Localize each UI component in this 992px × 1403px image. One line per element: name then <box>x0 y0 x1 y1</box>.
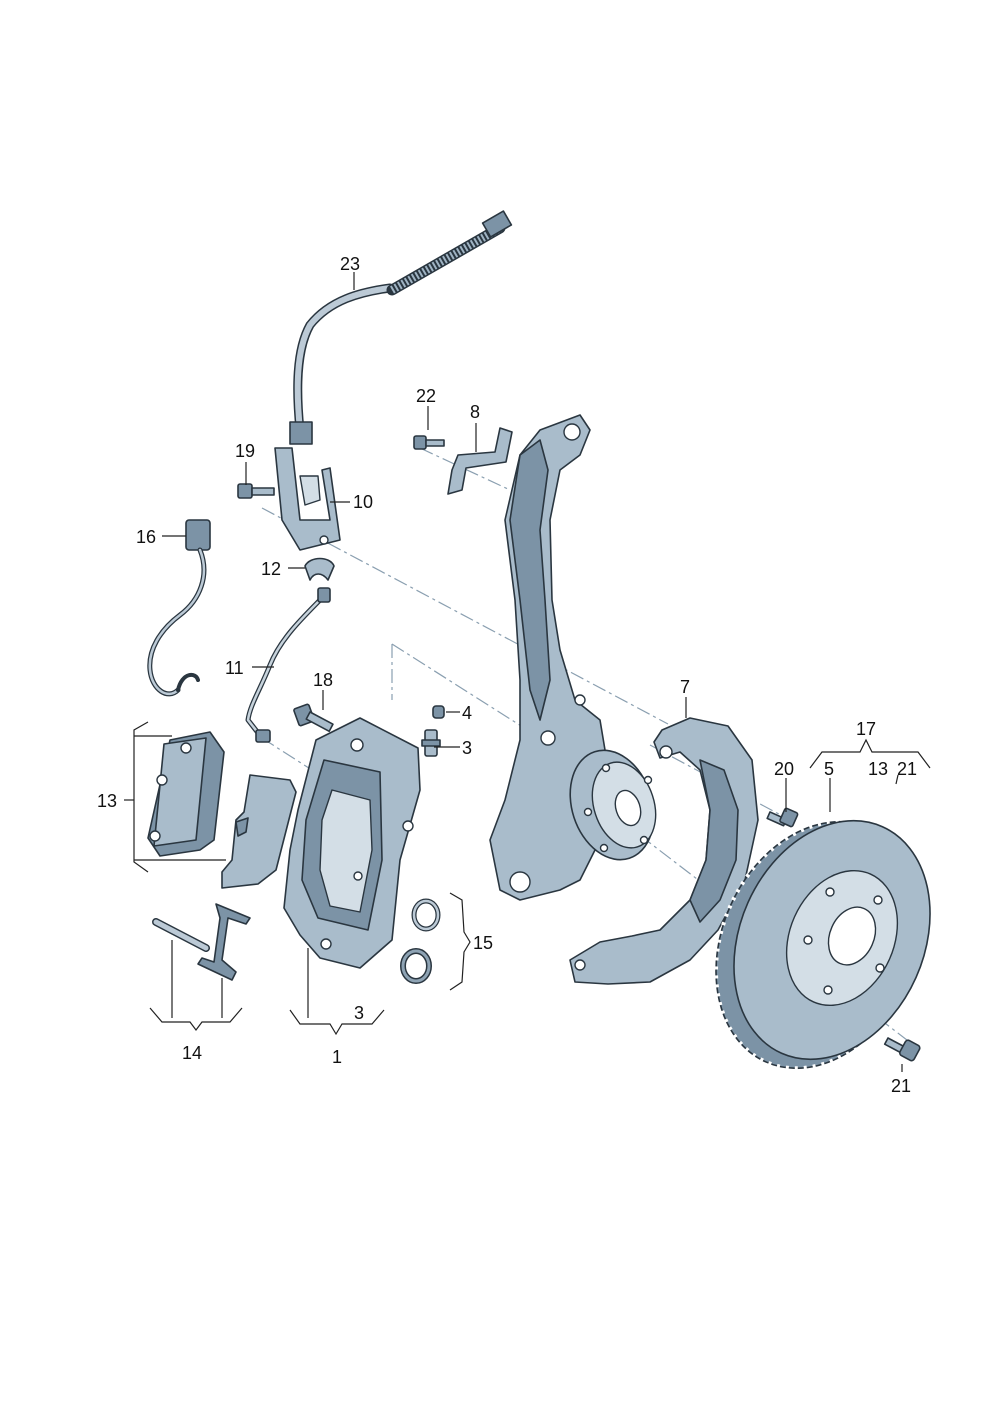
splash-shield-7 <box>569 717 759 985</box>
label-13-disc: 13 <box>868 759 888 779</box>
label-8: 8 <box>470 402 480 422</box>
bolt-21 <box>883 1037 921 1062</box>
label-16: 16 <box>136 527 156 547</box>
label-7: 7 <box>680 677 690 697</box>
bracket-10 <box>274 447 341 551</box>
label-10: 10 <box>353 492 373 512</box>
label-1: 1 <box>332 1047 342 1067</box>
leader-lines <box>124 272 931 1072</box>
seal-ring-15b <box>400 948 432 984</box>
bracket-8 <box>447 427 513 495</box>
label-5: 5 <box>824 759 834 779</box>
spreader-spring-14 <box>197 903 251 981</box>
label-4: 4 <box>462 703 472 723</box>
brake-pad-outer-13 <box>221 774 297 889</box>
wear-sensor-16 <box>147 519 211 697</box>
label-13-pads: 13 <box>97 791 117 811</box>
bolt-22 <box>413 435 445 450</box>
bleeder-valve-3 <box>421 729 441 757</box>
brake-line-11 <box>245 587 331 743</box>
label-15: 15 <box>473 933 493 953</box>
label-22: 22 <box>416 386 436 406</box>
clip-12 <box>304 557 335 581</box>
bolt-18 <box>293 703 334 733</box>
label-3-caliper: 3 <box>354 1003 364 1023</box>
seal-ring-15a <box>411 898 441 932</box>
label-23: 23 <box>340 254 360 274</box>
label-12: 12 <box>261 559 281 579</box>
label-17: 17 <box>856 719 876 739</box>
label-21-bolt: 21 <box>891 1076 911 1096</box>
callout-labels: 23 19 10 22 8 16 12 11 18 4 3 7 13 14 3 … <box>97 254 917 1096</box>
label-11: 11 <box>225 658 244 678</box>
label-21-disc: 21 <box>897 759 917 779</box>
bolt-20 <box>766 807 799 828</box>
brake-disc-5 <box>714 819 931 1071</box>
wheel-hub <box>569 749 657 861</box>
label-3-bleeder: 3 <box>462 738 472 758</box>
bleeder-cap-4 <box>432 705 445 719</box>
label-20: 20 <box>774 759 794 779</box>
brake-hose-23 <box>289 210 513 445</box>
label-19: 19 <box>235 441 255 461</box>
retaining-pin-14 <box>152 918 210 952</box>
bolt-19 <box>237 483 275 499</box>
label-18: 18 <box>313 670 333 690</box>
brake-caliper-1 <box>283 717 421 969</box>
label-14: 14 <box>182 1043 202 1063</box>
brake-pad-inner-13 <box>147 731 225 857</box>
